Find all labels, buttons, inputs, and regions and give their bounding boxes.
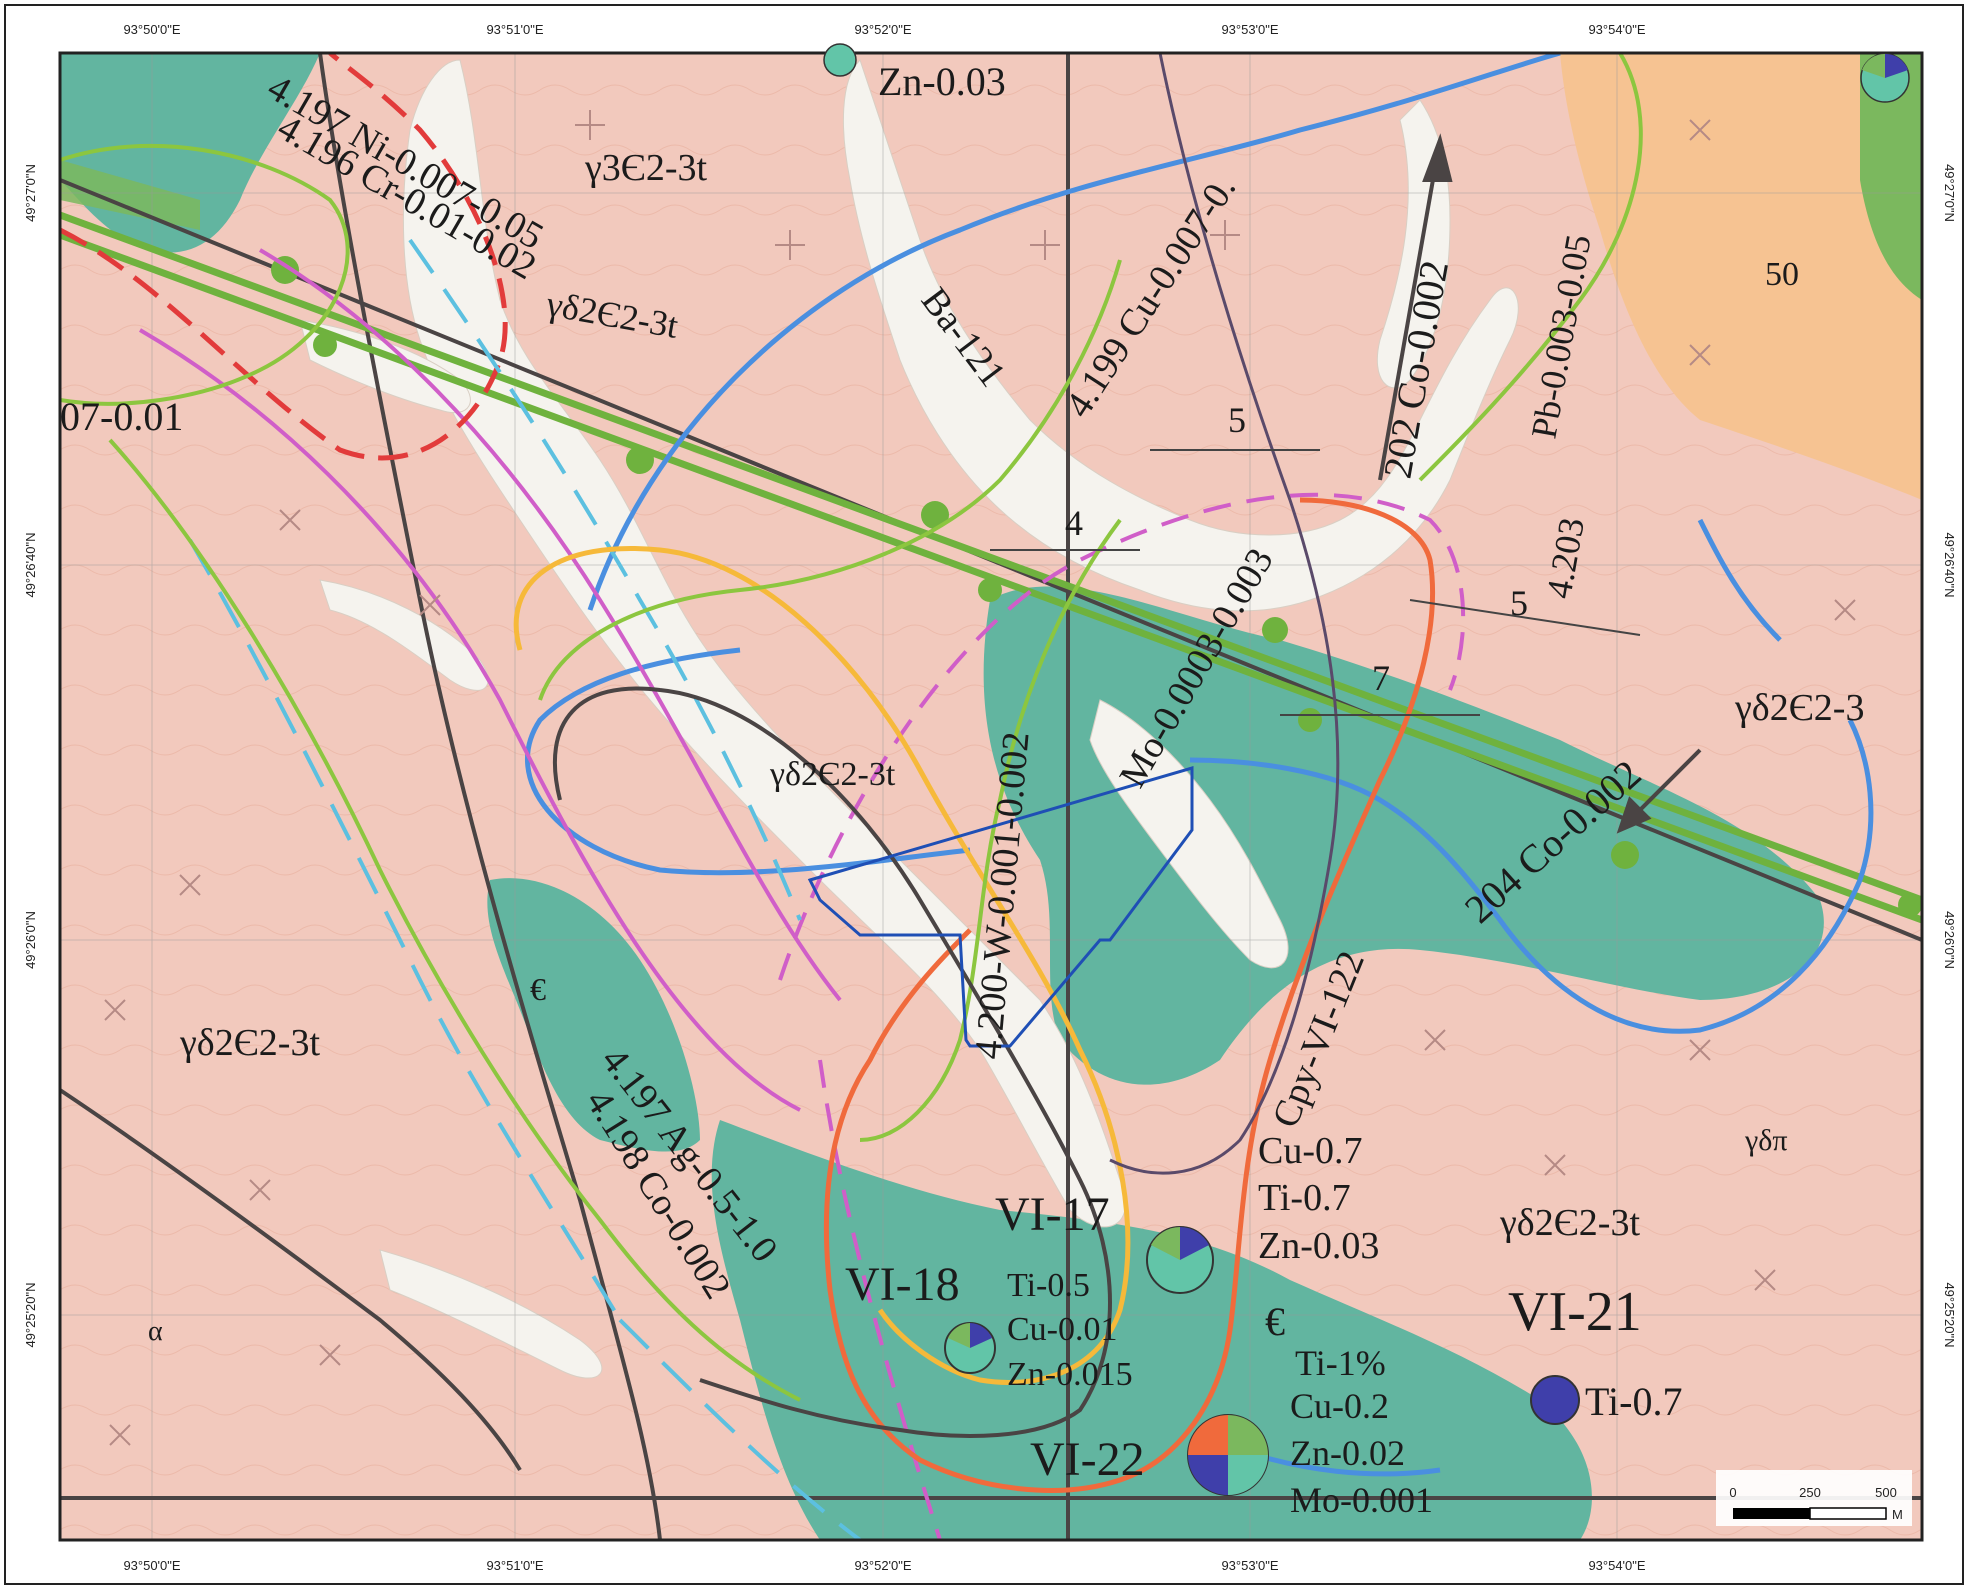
fault-lines [60,53,1922,1540]
pie-symbol-vi17[interactable] [1146,1226,1214,1294]
scale-tick-500: 500 [1875,1485,1897,1500]
geology-label: γδ2Є2-3t [1499,1202,1640,1244]
lat-tick-right: 49°26'0"N [1942,911,1957,969]
point-symbol-vi21[interactable] [1530,1375,1580,1425]
map-frame [58,51,1924,1542]
structural-ticks [990,449,1641,716]
measurement-number: 5 [1510,583,1528,623]
red-dashed-line [60,53,508,461]
lon-tick-bottom: 93°53'0"E [1221,1558,1278,1573]
scale-bar: 0 250 500 M [1716,1470,1912,1526]
orange-unit-ne [1560,53,1922,500]
lat-tick-left: 49°26'40"N [23,532,38,597]
geology-label: α [148,1316,163,1347]
sampling-polygon[interactable] [807,765,1194,1048]
element-label: Zn-0.03 [878,59,1006,104]
lon-tick-top: 93°51'0"E [486,22,543,37]
element-label: Cu-0.2 [1290,1386,1389,1426]
lon-tick-top: 93°53'0"E [1221,22,1278,37]
orange-anomaly-line [823,497,1436,1493]
station-label: VI-22 [1030,1433,1145,1486]
graticule [60,53,1922,1540]
scale-tick-0: 0 [1729,1485,1736,1500]
green-unit-ne [1860,53,1922,300]
pie-symbol-top-center[interactable] [823,43,857,77]
direction-arrows [1378,133,1702,834]
lon-tick-top: 93°52'0"E [854,22,911,37]
lon-tick-bottom: 93°54'0"E [1588,1558,1645,1573]
teal-unit-sw [487,878,700,1152]
pie-symbol-vi18[interactable] [944,1322,996,1374]
magenta-lines [138,248,1466,1540]
dark-anomaly-loop [553,686,1112,1438]
station-label: VI-21 [1508,1281,1642,1343]
blue-anomaly-lines [525,53,1874,1477]
measurement-number: 7 [1372,658,1390,698]
geology-label: 50 [1765,256,1799,293]
measurement-number: 5 [1228,400,1246,440]
geology-label: € [530,971,546,1007]
element-label: Ti-0.5 [1007,1267,1090,1304]
map-content [60,53,1922,1540]
lat-tick-right: 49°27'0"N [1942,164,1957,222]
measurement-number: 4 [1065,503,1083,543]
lon-tick-bottom: 93°52'0"E [854,1558,911,1573]
lon-tick-top: 93°54'0"E [1588,22,1645,37]
geology-label: € [1265,1299,1285,1344]
geology-label: γδ2Є2-3t [179,1022,320,1064]
light-blue-dashed-lines [188,238,862,1540]
axis-labels: 93°50'0"E 93°51'0"E 93°52'0"E 93°53'0"E … [23,22,1957,1573]
pie-symbol-top-right[interactable] [1860,53,1910,103]
station-label: VI-18 [845,1258,960,1311]
pie-symbol-vi22[interactable] [1187,1414,1269,1496]
lon-tick-bottom: 93°50'0"E [123,1558,180,1573]
scale-unit: M [1892,1507,1903,1522]
lon-tick-bottom: 93°51'0"E [486,1558,543,1573]
element-label: Ti-0.7 [1585,1379,1682,1424]
teal-unit-center [983,586,1824,1085]
lat-tick-right: 49°26'40"N [1942,532,1957,597]
geology-label: γδ2Є2-3 [1734,687,1864,729]
lat-tick-left: 49°26'0"N [23,911,38,969]
green-belt-dots [271,256,1922,917]
green-thin-lines [60,53,1643,1402]
element-label: Zn-0.015 [1007,1356,1133,1393]
element-label: Zn-0.02 [1290,1433,1405,1473]
element-label: Cu-0.7 [1258,1130,1363,1172]
geology-label: γδ2Є2-3t [769,756,896,793]
lat-tick-left: 49°25'20"N [23,1282,38,1347]
granite-symbols [104,110,1856,1446]
dark-purple-line [1109,53,1340,1175]
element-label: Cu-0.01 [1007,1311,1118,1348]
green-unit-nw [60,160,200,230]
lat-tick-right: 49°25'20"N [1942,1282,1957,1347]
element-label: 07-0.01 [60,394,183,439]
scale-tick-250: 250 [1799,1485,1821,1500]
geology-label: γδπ [1744,1124,1788,1157]
element-label: Ti-1% [1295,1343,1386,1383]
element-label: Zn-0.03 [1258,1225,1379,1267]
geology-label: γ3Є2-3t [584,147,708,189]
lat-tick-left: 49°27'0"N [23,164,38,222]
element-label: Mo-0.001 [1290,1480,1433,1520]
lon-tick-top: 93°50'0"E [123,22,180,37]
element-label: Ti-0.7 [1258,1177,1351,1219]
yellow-anomaly-line [513,546,1131,1385]
station-label: VI-17 [995,1188,1110,1241]
